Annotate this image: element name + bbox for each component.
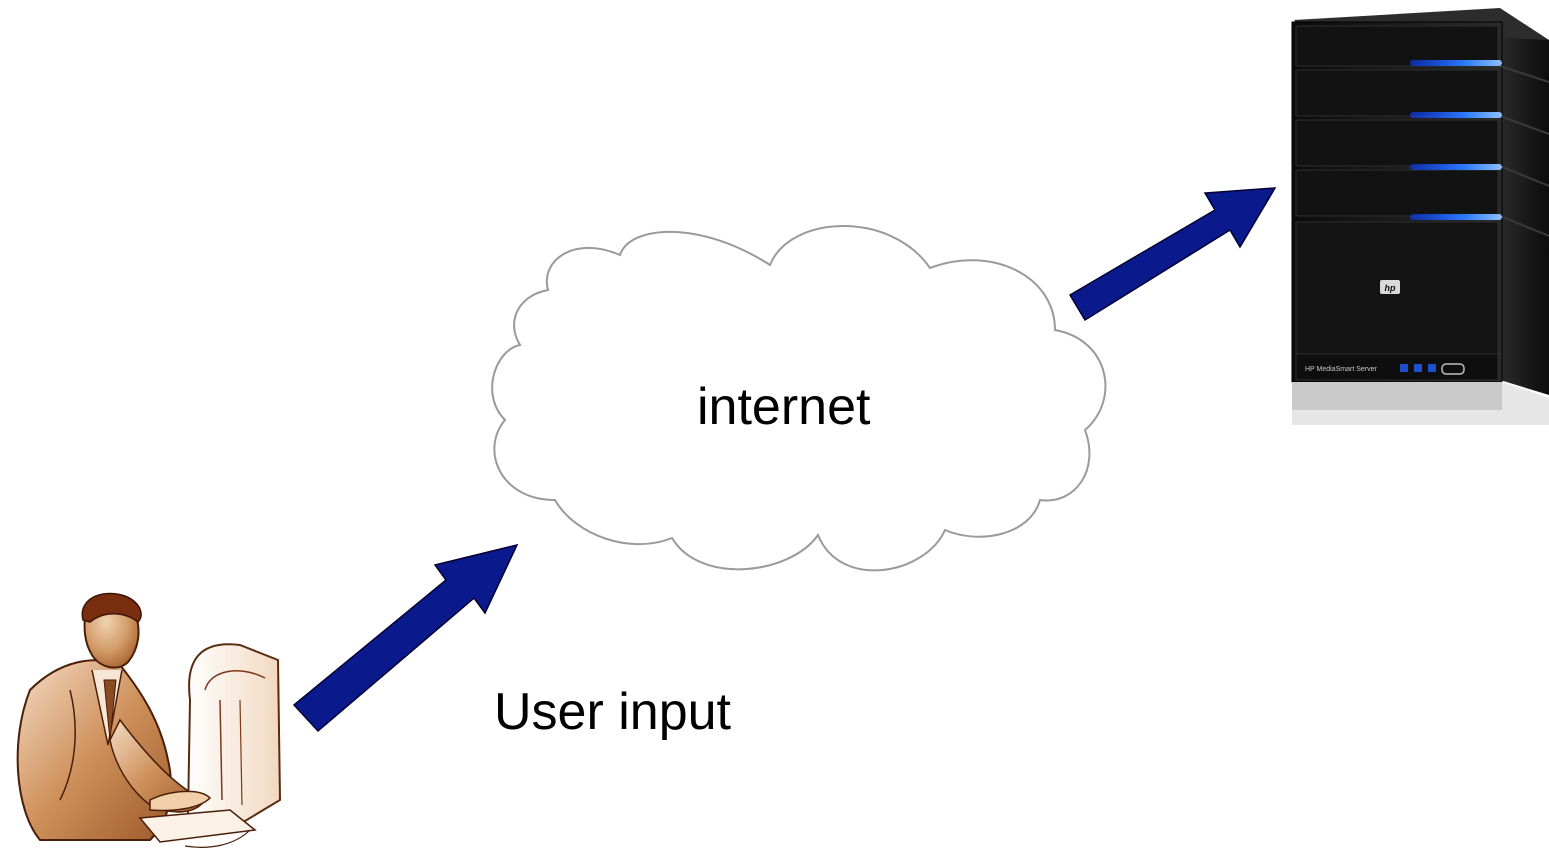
- user-input-label: User input: [494, 683, 731, 741]
- server-tower-icon: hp HP MediaSmart Server: [1291, 8, 1549, 425]
- user-at-computer-icon: [16, 592, 282, 848]
- cloud-icon: [491, 225, 1107, 572]
- internet-label: internet: [697, 378, 871, 436]
- server-logo-text: hp: [1385, 283, 1396, 293]
- hp-logo: hp: [1380, 280, 1400, 294]
- arrow-user-to-internet: [292, 543, 519, 733]
- arrow-internet-to-server: [1068, 187, 1277, 322]
- usb-port-icon: [1441, 363, 1465, 375]
- server-brand-text: HP MediaSmart Server: [1305, 366, 1378, 373]
- status-lights: [1410, 60, 1502, 220]
- drive-bays: [1295, 25, 1499, 355]
